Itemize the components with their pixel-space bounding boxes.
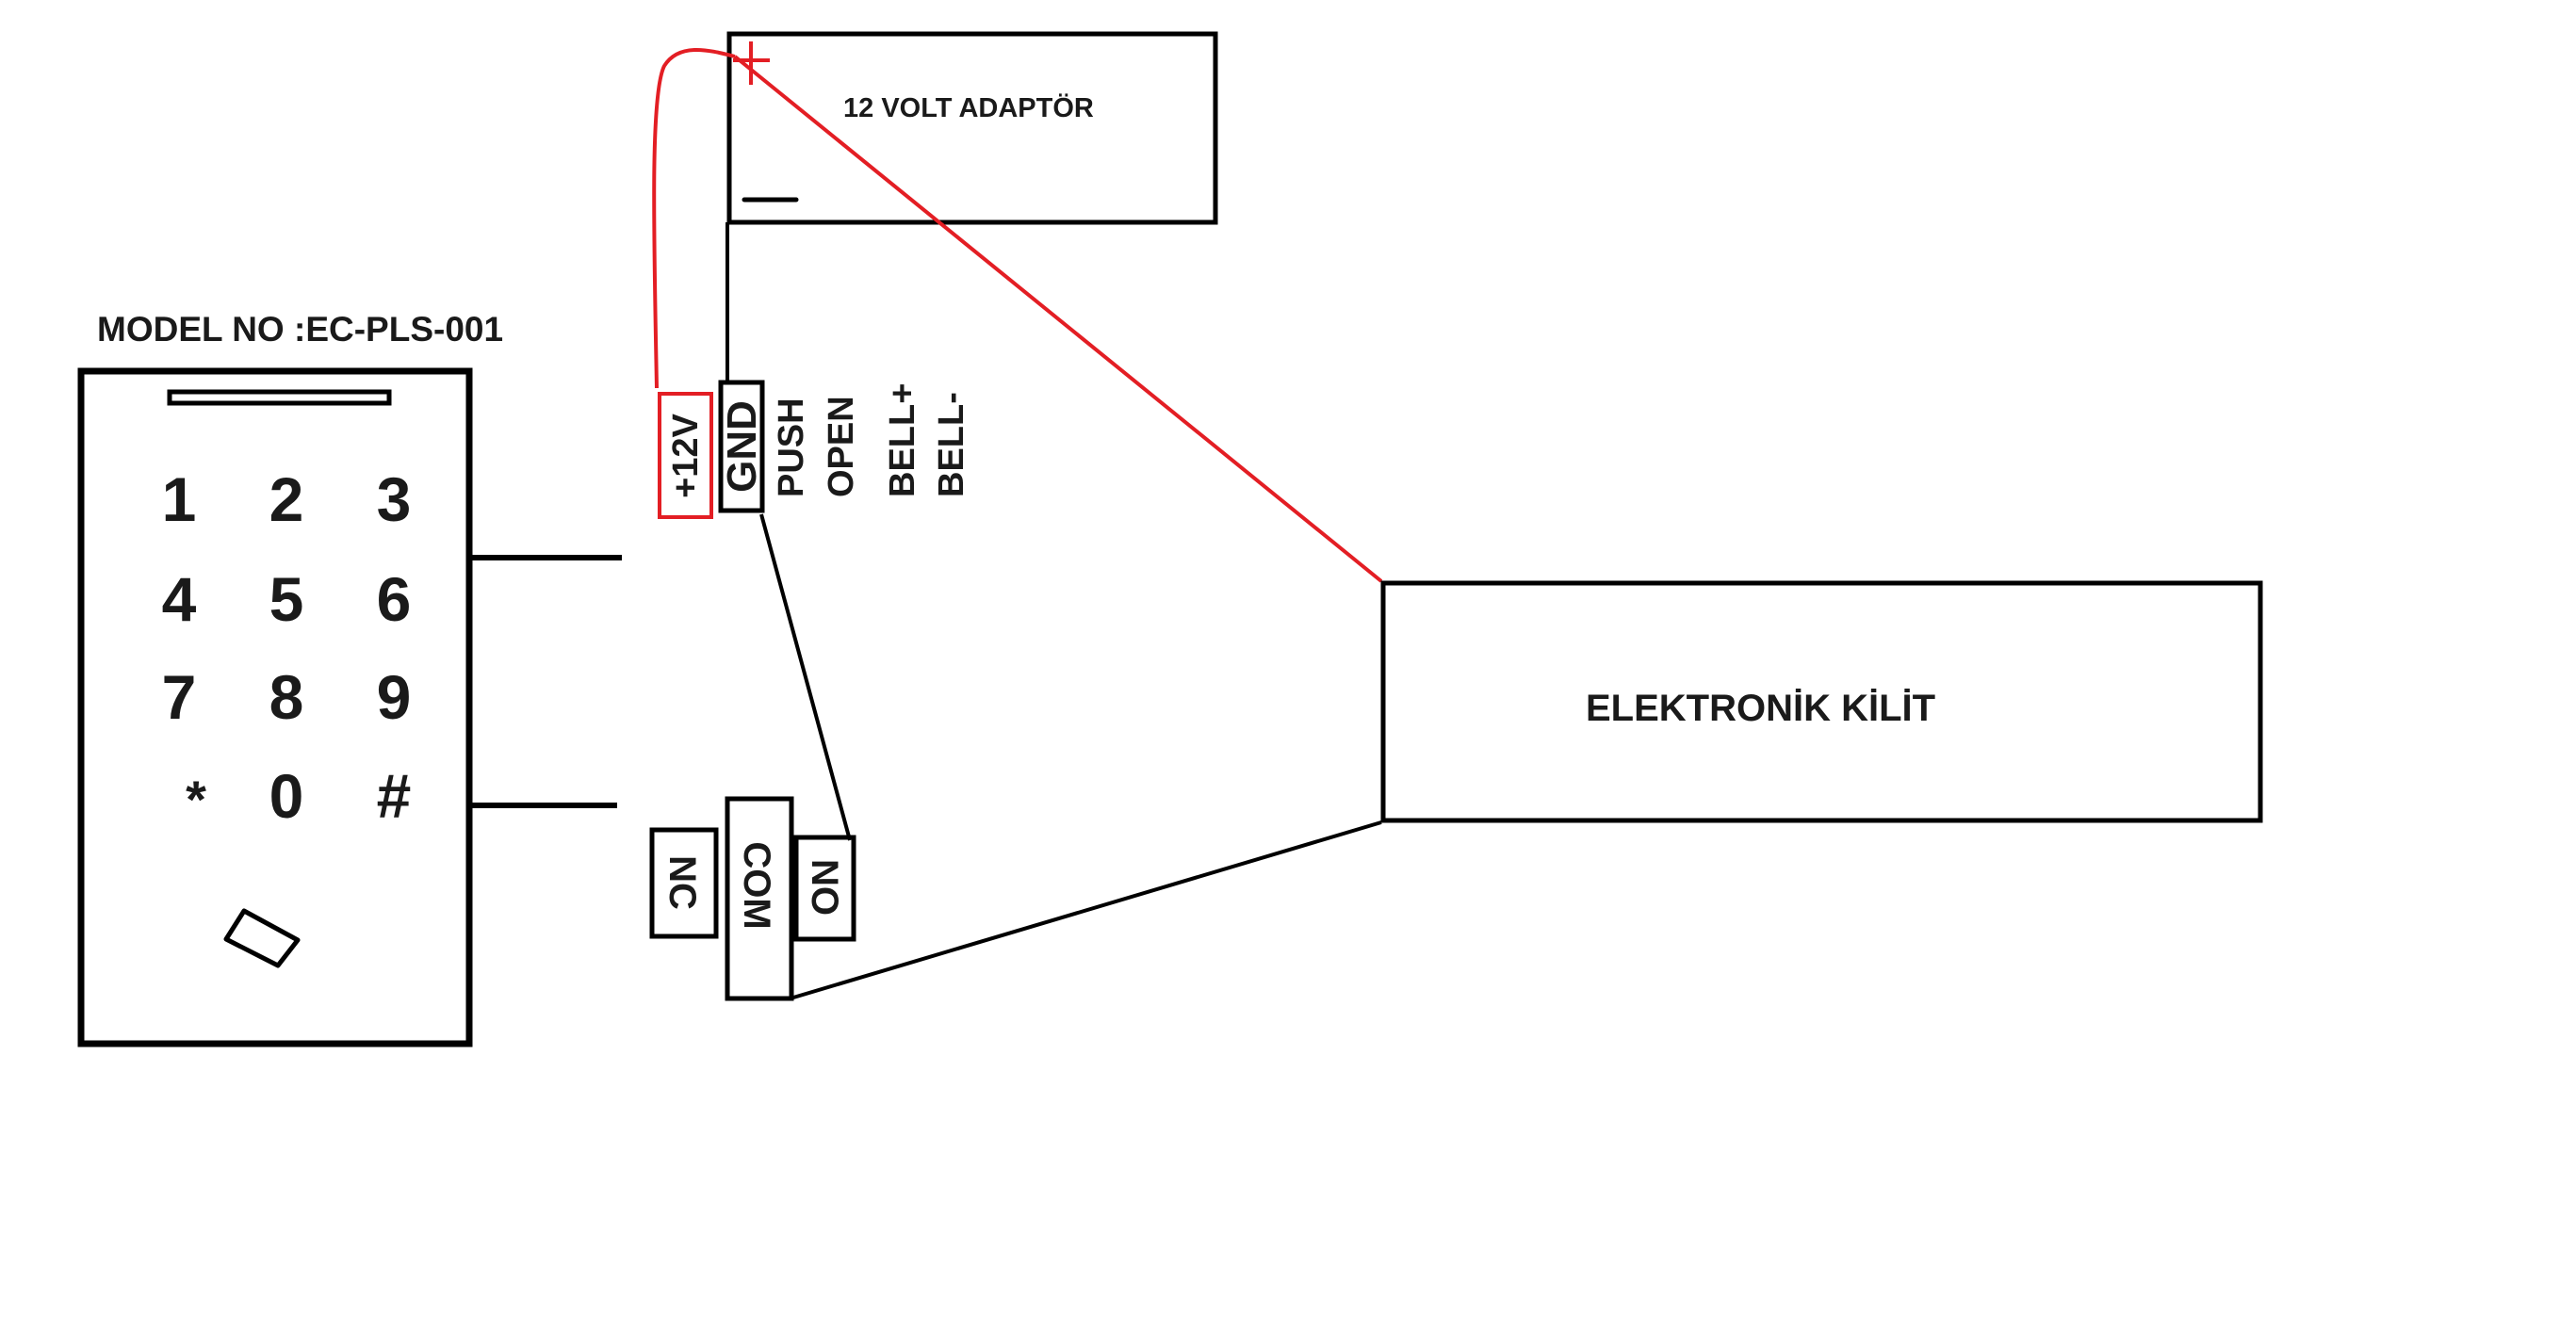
- keypad-key: 6: [377, 564, 412, 634]
- relay-no-label: NO: [804, 859, 845, 916]
- keypad-key: 1: [162, 464, 197, 534]
- terminal-gnd-box: [718, 380, 765, 513]
- adapter-body: [726, 31, 1218, 225]
- wire-gnd-to-no: [759, 513, 852, 841]
- relay-nc-label: NC: [661, 855, 703, 910]
- relay-no-box: [793, 835, 856, 942]
- lock-body: [1380, 580, 2263, 823]
- terminal-12v-label: +12V: [666, 413, 706, 497]
- terminal-block-inputs: PUSH OPEN BELL+ BELL-: [772, 383, 971, 497]
- keypad-key: #: [377, 761, 412, 831]
- keypad-key: 8: [269, 662, 304, 732]
- keypad-key: 2: [269, 464, 304, 534]
- terminal-push-label: PUSH: [772, 398, 811, 497]
- terminal-bell-minus-label: BELL-: [932, 392, 971, 497]
- relay-nc-box: [649, 827, 719, 939]
- electronic-lock: ELEKTRONİK KİLİT: [1380, 580, 2263, 823]
- lock-label: ELEKTRONİK KİLİT: [1586, 688, 1935, 729]
- model-number-label: MODEL NO :EC-PLS-001: [97, 310, 503, 349]
- terminal-block-power: +12V GND: [658, 380, 765, 519]
- wire-positive-to-lock: [733, 55, 1383, 583]
- keypad-keys: 1 2 3 4 5 6 7 8 9 * 0 #: [162, 464, 412, 831]
- keypad-key: 3: [377, 464, 412, 534]
- power-adapter: 12 VOLT ADAPTÖR: [726, 31, 1218, 225]
- adapter-label: 12 VOLT ADAPTÖR: [843, 92, 1094, 123]
- card-reader-icon: [223, 908, 301, 968]
- keypad-key: 0: [269, 761, 304, 831]
- terminal-12v-box: [658, 392, 713, 519]
- terminal-gnd-label: GND: [719, 400, 765, 493]
- keypad-key: 9: [377, 662, 412, 732]
- wire-com-to-lock: [792, 820, 1382, 999]
- keypad-device: MODEL NO :EC-PLS-001 1 2 3 4 5 6 7 8 9 * 0 #: [77, 310, 622, 1047]
- keypad-key: *: [186, 770, 206, 829]
- wire-positive-to-12v: [652, 48, 736, 389]
- relay-com-label: COM: [736, 841, 777, 929]
- terminal-bell-plus-label: BELL+: [883, 383, 922, 497]
- relay-com-box: [725, 796, 794, 1001]
- keypad-key: 4: [162, 564, 197, 634]
- keypad-key: 7: [162, 662, 197, 732]
- keypad-key: 5: [269, 564, 304, 634]
- terminal-block-relay: NC COM NO: [649, 796, 856, 1001]
- keypad-body: [77, 367, 473, 1047]
- keypad-display-slot: [167, 389, 392, 406]
- terminal-open-label: OPEN: [822, 396, 861, 497]
